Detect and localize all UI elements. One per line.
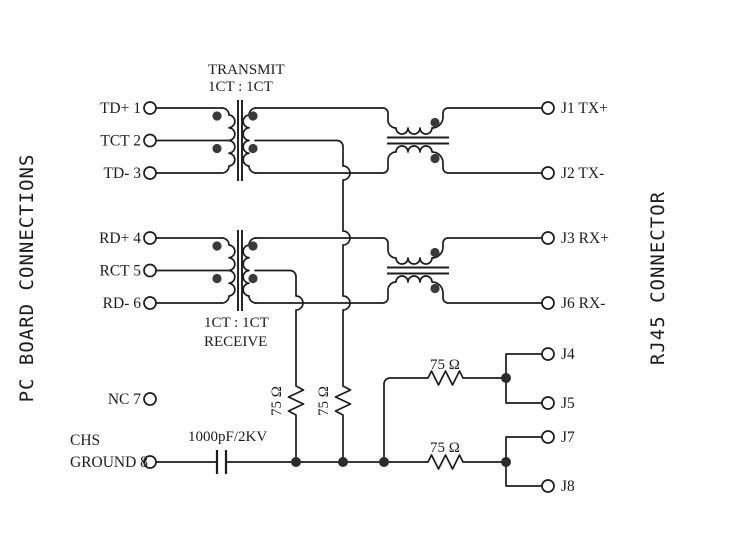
j6-terminal — [541, 296, 555, 310]
pin-label-tct: TCT 2 — [100, 133, 141, 150]
pin-label-rct: RCT 5 — [100, 263, 142, 280]
rx-transformer-core — [237, 230, 243, 311]
tx-primary-dot-2 — [212, 143, 222, 154]
rx-choke-dot-bottom — [430, 283, 440, 294]
pin-label-td-minus: TD- 3 — [104, 165, 142, 182]
capacitor-plates — [215, 450, 228, 474]
rx-primary-winding — [221, 237, 236, 304]
tx-secondary-dot-1 — [248, 111, 258, 121]
pin-label-j1: J1 TX+ — [561, 100, 608, 117]
pin-label-rd-plus: RD+ 4 — [99, 230, 141, 247]
pin-label-nc: NC 7 — [108, 391, 141, 408]
j2-terminal — [541, 166, 555, 180]
rx-primary-dot-2 — [212, 273, 222, 284]
pin-label-j8: J8 — [561, 478, 575, 495]
capacitor-label: 1000pF/2KV — [188, 429, 267, 445]
rx-primary-dot-1 — [212, 241, 222, 251]
pin-label-j6: J6 RX- — [561, 295, 605, 312]
pin-4-terminal — [143, 231, 157, 245]
junction-tx-ct-ground — [338, 457, 348, 467]
pin-label-td-plus: TD+ 1 — [100, 100, 141, 117]
pin-5-terminal — [143, 263, 157, 278]
left-side-title: PC BOARD CONNECTIONS — [16, 154, 38, 403]
j8-terminal — [541, 479, 555, 493]
rx-secondary-dot-1 — [248, 241, 258, 251]
junction-rx-ct-ground — [291, 457, 301, 467]
junction-j7-j8 — [501, 457, 511, 467]
rx-secondary-winding — [242, 237, 257, 304]
junction-riser-ground — [379, 457, 389, 467]
tx-center-tap-drop — [254, 139, 352, 463]
receive-label: RECEIVE — [204, 334, 267, 350]
j7-j8-tie — [505, 436, 543, 487]
rx-choke-dot-top — [430, 247, 440, 258]
transmit-label: TRANSMIT — [208, 62, 285, 78]
pin-label-j5: J5 — [561, 395, 575, 412]
resistor-label-lower: 75 Ω — [430, 440, 460, 456]
j5-terminal — [541, 396, 555, 410]
tx-secondary-dot-2 — [248, 143, 258, 154]
j7-terminal — [541, 430, 555, 444]
ground-bus-resistor — [225, 454, 507, 470]
resistor-label-tx-ct: 75 Ω — [316, 386, 332, 416]
tx-choke-core — [387, 136, 449, 145]
transmit-ratio-label: 1CT : 1CT — [208, 79, 273, 95]
pin-label-j2: J2 TX- — [561, 165, 604, 182]
pin-label-chs: CHS — [70, 432, 100, 449]
right-side-title: RJ45 CONNECTOR — [647, 191, 669, 365]
tx-minus-line-choke — [254, 145, 543, 174]
j4-terminal — [541, 347, 555, 361]
resistor-label-upper: 75 Ω — [430, 357, 460, 373]
pin-label-ground: GROUND 8 — [70, 454, 148, 471]
tx-transformer-core — [237, 100, 243, 181]
pin-7-terminal — [143, 392, 157, 406]
rx-choke-core — [387, 266, 449, 275]
pin-1-terminal — [143, 101, 157, 115]
tx-choke-dot-bottom — [430, 153, 440, 164]
pin-label-j3: J3 RX+ — [561, 230, 609, 247]
bob-smith-riser-resistor — [383, 370, 507, 463]
tx-secondary-winding — [242, 107, 257, 174]
rx-plus-line-choke — [254, 237, 543, 265]
pin-label-j7: J7 — [561, 429, 575, 446]
rx-minus-line-choke — [254, 275, 543, 304]
j1-terminal — [541, 101, 555, 115]
j4-j5-tie — [505, 353, 543, 404]
resistor-label-rx-ct: 75 Ω — [269, 386, 285, 416]
rx-center-tap-drop — [254, 269, 305, 463]
pin-8-terminal — [143, 455, 157, 469]
tx-primary-winding — [221, 107, 236, 174]
j3-terminal — [541, 231, 555, 245]
tx-plus-line-choke — [254, 107, 543, 135]
junction-j4-j5 — [501, 373, 511, 383]
tx-primary-dot-1 — [212, 111, 222, 121]
pin-2-terminal — [143, 133, 157, 148]
pin-label-rd-minus: RD- 6 — [103, 295, 142, 312]
pin-3-terminal — [143, 166, 157, 180]
pin-label-j4: J4 — [561, 346, 575, 363]
rx-secondary-dot-2 — [248, 273, 258, 284]
pin-6-terminal — [143, 296, 157, 310]
tx-choke-dot-top — [430, 117, 440, 128]
receive-ratio-label: 1CT : 1CT — [204, 315, 269, 331]
